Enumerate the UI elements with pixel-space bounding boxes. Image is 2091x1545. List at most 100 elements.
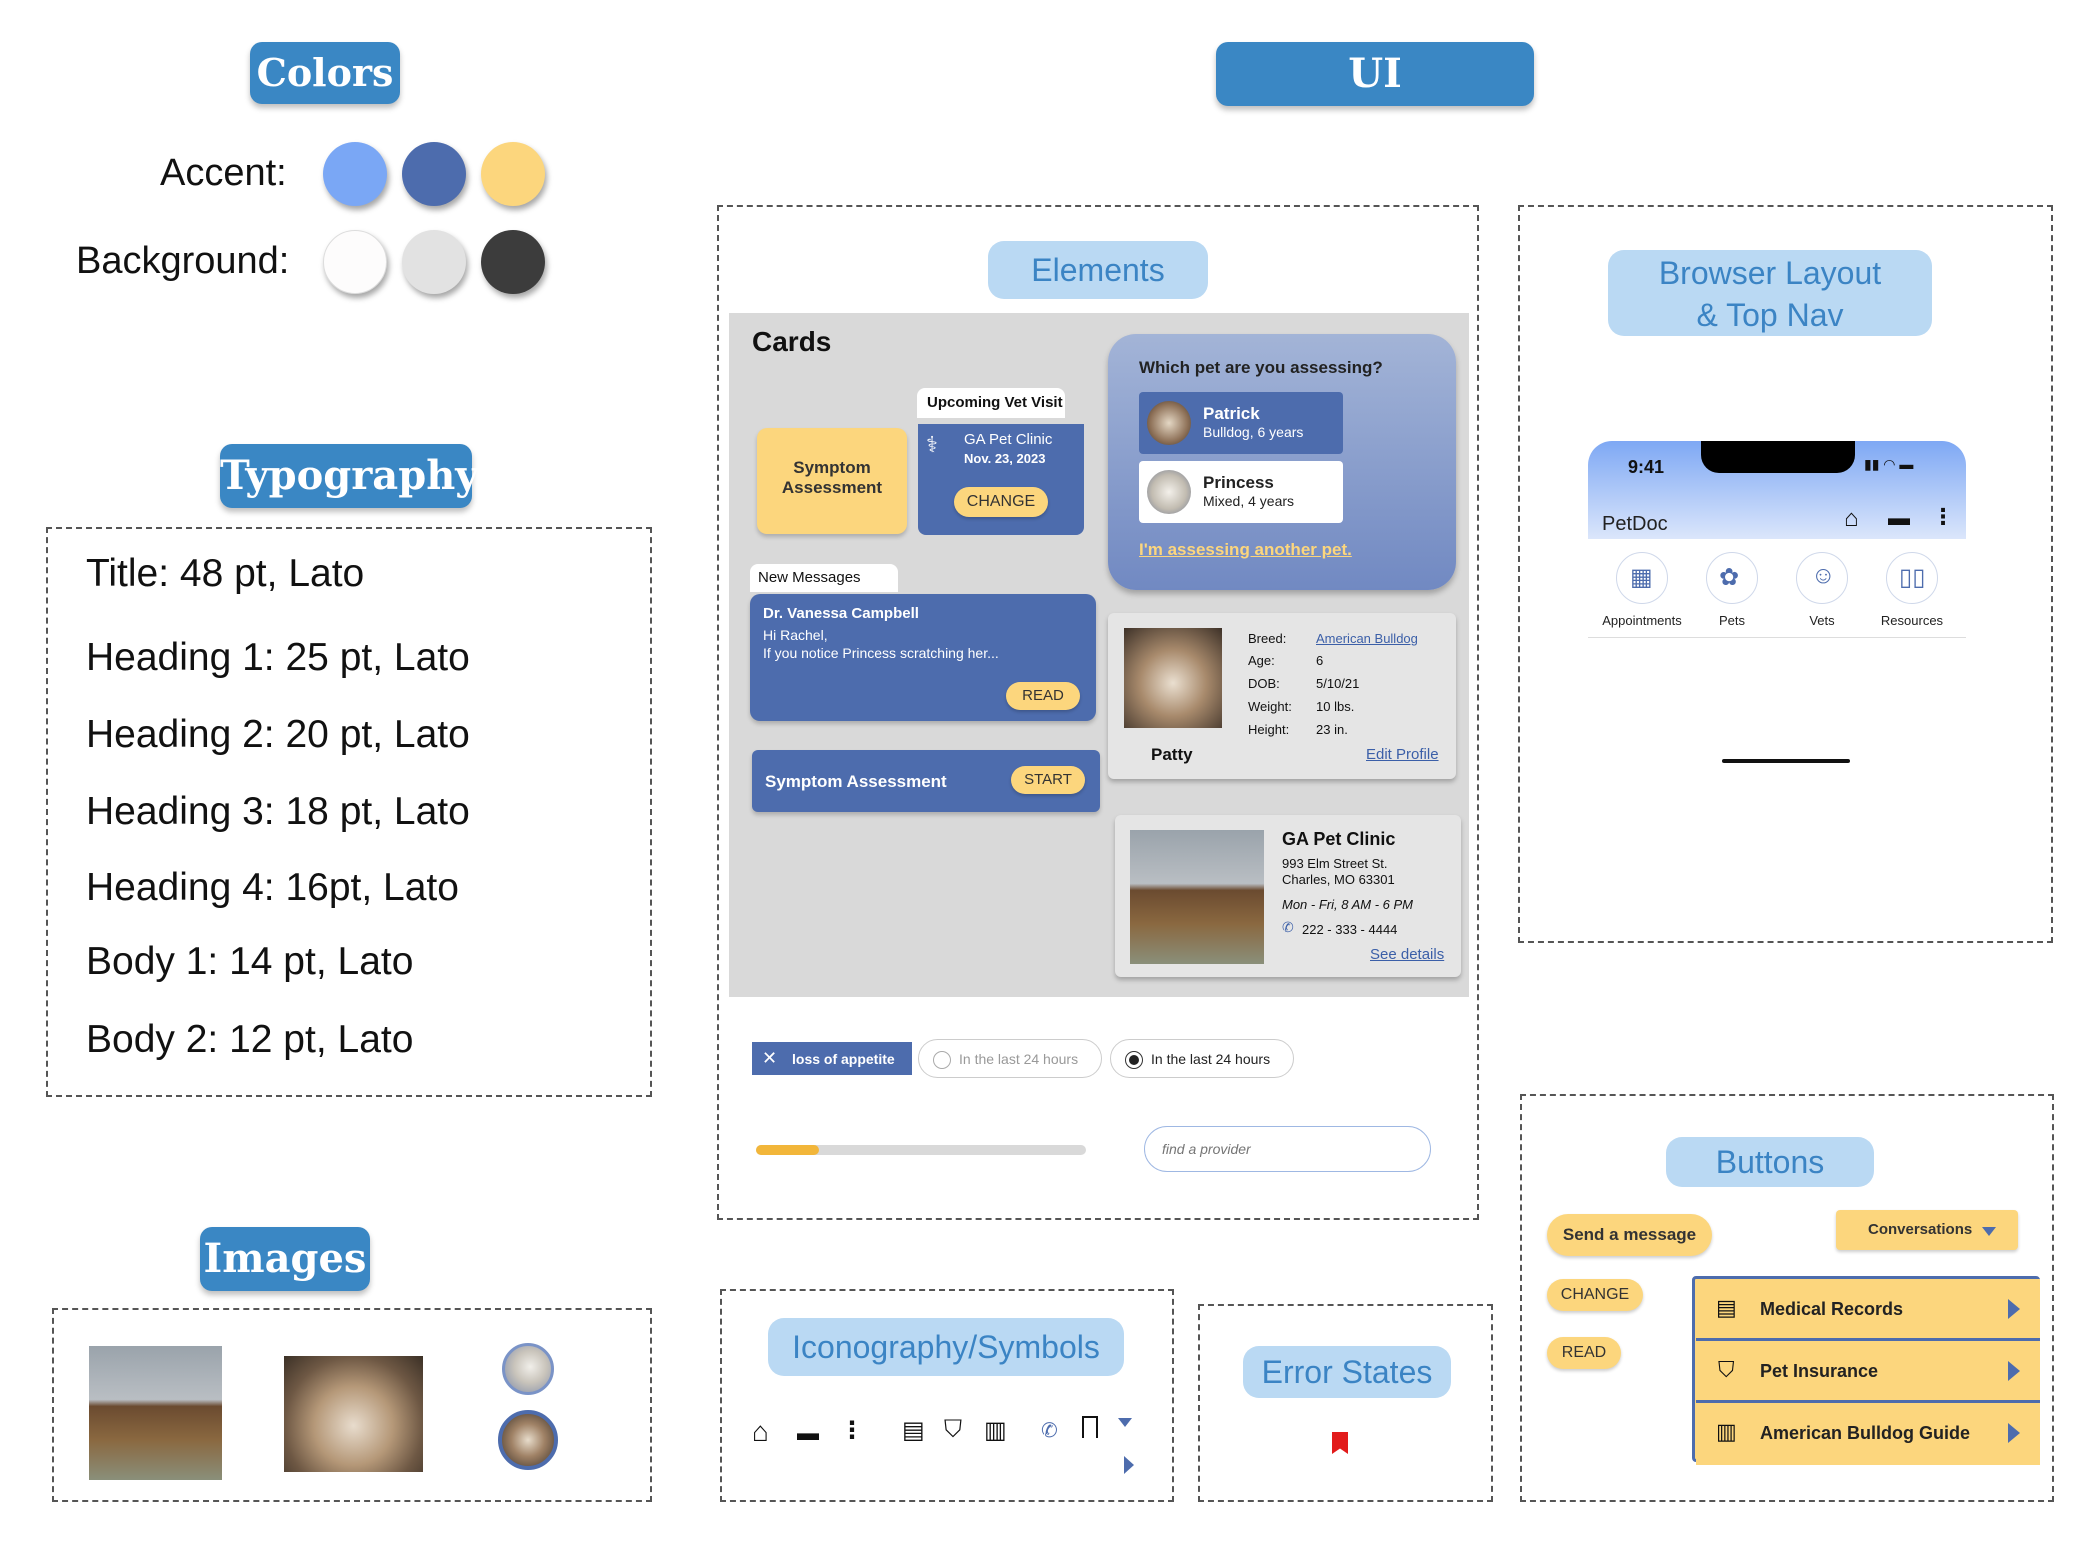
typo-heading-4: Heading 4: 16pt, Lato bbox=[86, 866, 459, 909]
tab-pets[interactable]: Pets bbox=[1718, 613, 1745, 628]
profile-dob-value: 5/10/21 bbox=[1316, 676, 1360, 691]
menu-item-pet-insurance[interactable]: ⛉ Pet Insurance bbox=[1696, 1341, 2040, 1403]
radio-option-selected[interactable]: In the last 24 hours bbox=[1110, 1039, 1294, 1078]
conversations-label: Conversations bbox=[1868, 1221, 1973, 1238]
edit-profile-link[interactable]: Edit Profile bbox=[1366, 746, 1439, 763]
tab-vets[interactable]: Vets bbox=[1809, 613, 1835, 628]
profile-photo bbox=[1124, 628, 1222, 728]
radio-selected-label: In the last 24 hours bbox=[1151, 1051, 1271, 1067]
symptom-bar-label: Symptom Assessment bbox=[765, 772, 947, 791]
symptom-card-label: Symptom Assessment bbox=[781, 458, 883, 497]
menu-item-bulldog-guide[interactable]: ▥ American Bulldog Guide bbox=[1696, 1403, 2040, 1465]
read-button[interactable]: READ bbox=[1006, 682, 1080, 710]
vet-visit-tab: Upcoming Vet Visit bbox=[917, 388, 1065, 418]
background-swatch-dark bbox=[481, 230, 545, 294]
clinic-card-address2: Charles, MO 63301 bbox=[1282, 872, 1395, 887]
radio-unselected-circle bbox=[933, 1051, 951, 1069]
radio-selected-circle bbox=[1125, 1051, 1143, 1069]
clinic-card-address1: 993 Elm Street St. bbox=[1282, 856, 1388, 871]
pet-option-princess[interactable]: Princess Mixed, 4 years bbox=[1139, 461, 1343, 523]
tab-appointments[interactable]: Appointments bbox=[1602, 613, 1682, 628]
home-icon[interactable]: ⌂ bbox=[1844, 505, 1859, 532]
typo-body-1: Body 1: 14 pt, Lato bbox=[86, 940, 414, 983]
radio-selected-dot bbox=[1129, 1055, 1139, 1065]
change-button[interactable]: CHANGE bbox=[954, 487, 1048, 517]
message-sender: Dr. Vanessa Campbell bbox=[763, 605, 919, 622]
messages-tab-label: New Messages bbox=[758, 569, 861, 586]
pet-select-card: Which pet are you assessing? Patrick Bul… bbox=[1108, 334, 1456, 590]
home-icon: ⌂ bbox=[752, 1416, 769, 1447]
vets-icon[interactable]: ☺ bbox=[1796, 552, 1848, 604]
background-swatch-white bbox=[323, 230, 387, 294]
typo-body-2: Body 2: 12 pt, Lato bbox=[86, 1018, 414, 1061]
iconography-panel bbox=[720, 1289, 1174, 1502]
vet-visit-card[interactable]: ⚕ GA Pet Clinic Nov. 23, 2023 CHANGE bbox=[918, 424, 1084, 535]
images-title: Images bbox=[200, 1227, 370, 1291]
radio-option-unselected[interactable]: In the last 24 hours bbox=[918, 1039, 1102, 1078]
profile-height-label: Height: bbox=[1248, 722, 1290, 737]
see-details-link[interactable]: See details bbox=[1370, 946, 1445, 963]
chevron-down-icon bbox=[1118, 1418, 1132, 1427]
phone-icon: ✆ bbox=[1282, 919, 1294, 935]
symptom-assessment-card[interactable]: Symptom Assessment bbox=[757, 428, 907, 534]
chat-icon[interactable]: ▬ bbox=[1888, 505, 1910, 530]
chevron-down-icon bbox=[1982, 1227, 1996, 1236]
read-button-sample[interactable]: READ bbox=[1547, 1337, 1621, 1369]
symptom-bar-card[interactable]: Symptom Assessment START bbox=[752, 750, 1100, 812]
profile-breed-value[interactable]: American Bulldog bbox=[1316, 631, 1418, 646]
clipboard-icon: ▤ bbox=[1716, 1295, 1737, 1320]
accent-swatch-light-blue bbox=[323, 142, 387, 206]
stethoscope-icon: ⚕ bbox=[926, 432, 938, 457]
vet-visit-tab-label: Upcoming Vet Visit bbox=[927, 394, 1063, 411]
message-card[interactable]: Dr. Vanessa Campbell Hi Rachel, If you n… bbox=[750, 594, 1096, 721]
close-icon[interactable]: ✕ bbox=[762, 1048, 778, 1068]
pet-option-patrick[interactable]: Patrick Bulldog, 6 years bbox=[1139, 392, 1343, 454]
phone-icon: ✆ bbox=[1041, 1420, 1058, 1442]
menu-item-label: American Bulldog Guide bbox=[1760, 1423, 1971, 1443]
guide-icon: ▥ bbox=[1716, 1419, 1737, 1444]
clinic-card-phone[interactable]: 222 - 333 - 4444 bbox=[1302, 922, 1398, 937]
browser-title-line2: & Top Nav bbox=[1696, 297, 1844, 333]
status-icons: ▮▮ ◠ ▬ bbox=[1864, 456, 1914, 472]
buttons-title: Buttons bbox=[1666, 1137, 1874, 1187]
send-message-button[interactable]: Send a message bbox=[1547, 1214, 1712, 1256]
conversations-dropdown[interactable]: Conversations bbox=[1836, 1210, 2018, 1250]
bookmark-icon bbox=[1082, 1416, 1098, 1438]
background-label: Background: bbox=[76, 240, 290, 282]
ui-components-title: UI Components bbox=[1216, 42, 1534, 161]
find-provider-input[interactable] bbox=[1144, 1126, 1431, 1172]
cards-heading: Cards bbox=[752, 326, 832, 357]
typo-heading-1: Heading 1: 25 pt, Lato bbox=[86, 636, 470, 679]
message-preview: If you notice Princess scratching her... bbox=[763, 645, 999, 661]
progress-track bbox=[756, 1145, 1086, 1155]
start-button[interactable]: START bbox=[1011, 766, 1085, 794]
more-options-icon[interactable]: ⋮ bbox=[1932, 504, 1954, 529]
profile-dob-label: DOB: bbox=[1248, 676, 1280, 691]
profile-age-value: 6 bbox=[1316, 653, 1324, 668]
menu-item-medical-records[interactable]: ▤ Medical Records bbox=[1696, 1279, 2040, 1341]
error-states-title: Error States bbox=[1243, 1346, 1451, 1398]
clinic-card-hours: Mon - Fri, 8 AM - 6 PM bbox=[1282, 897, 1413, 912]
profile-height-value: 23 in. bbox=[1316, 722, 1348, 737]
symptom-chip[interactable]: ✕ loss of appetite bbox=[752, 1042, 912, 1075]
pets-icon[interactable]: ✿ bbox=[1706, 552, 1758, 604]
pet-profile-card: Patty Breed: American Bulldog Age: 6 DOB… bbox=[1108, 613, 1456, 779]
resources-icon[interactable]: ▯▯ bbox=[1886, 552, 1938, 604]
patrick-option-avatar bbox=[1147, 401, 1191, 445]
typo-heading-3: Heading 3: 18 pt, Lato bbox=[86, 790, 470, 833]
iconography-title: Iconography/Symbols bbox=[768, 1318, 1124, 1376]
typo-title: Title: 48 pt, Lato bbox=[86, 552, 365, 595]
profile-weight-value: 10 lbs. bbox=[1316, 699, 1355, 714]
tab-resources[interactable]: Resources bbox=[1880, 613, 1944, 628]
images-panel bbox=[52, 1308, 652, 1502]
profile-weight-label: Weight: bbox=[1248, 699, 1292, 714]
messages-tab: New Messages bbox=[750, 564, 898, 592]
profile-age-label: Age: bbox=[1248, 653, 1275, 668]
another-pet-link[interactable]: I'm assessing another pet. bbox=[1139, 540, 1352, 559]
change-button-sample[interactable]: CHANGE bbox=[1547, 1279, 1643, 1311]
more-options-icon: ⋮ bbox=[840, 1417, 864, 1444]
clinic-card-name: GA Pet Clinic bbox=[1282, 829, 1396, 849]
message-greeting: Hi Rachel, bbox=[763, 627, 828, 643]
appointments-icon[interactable]: ▦ bbox=[1616, 552, 1668, 604]
clinic-card-photo bbox=[1130, 830, 1264, 964]
